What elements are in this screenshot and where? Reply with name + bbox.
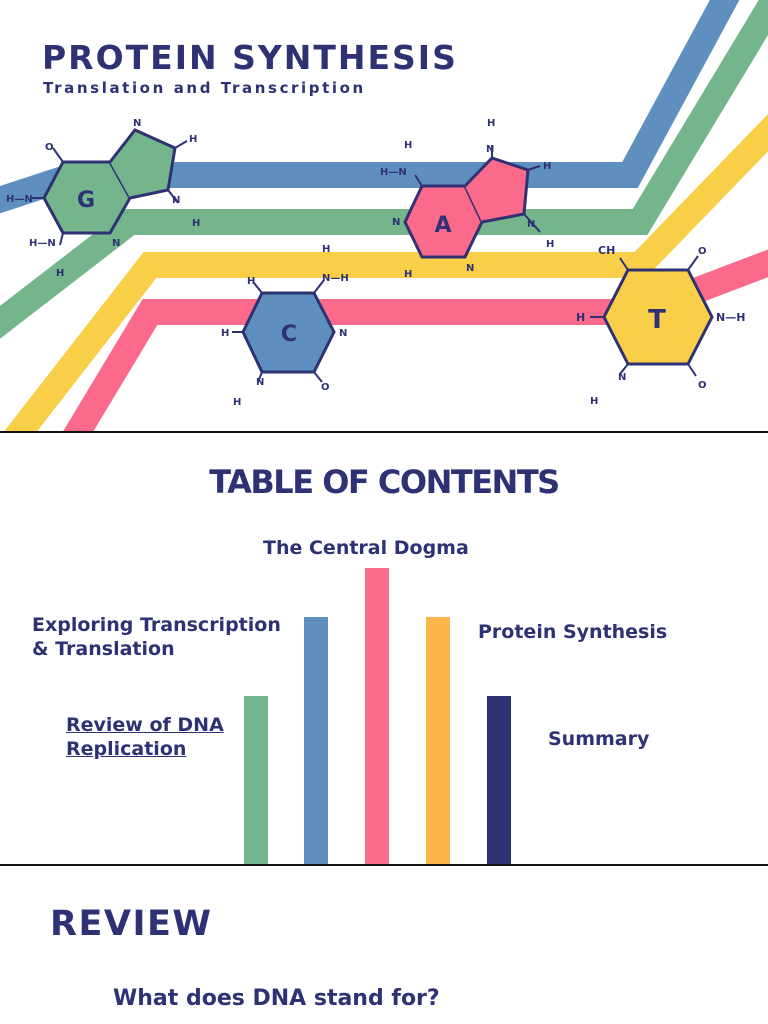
toc-item-protein-synthesis: Protein Synthesis [478, 621, 668, 643]
atom-label: O [698, 380, 707, 391]
atom-label: N [133, 118, 141, 129]
toc-bar-blue [304, 617, 328, 864]
atom-label: H [404, 269, 412, 280]
atom-label: N [256, 377, 264, 388]
dna-ribbons-graphic: G O N H H—N N H H—N H N A H [0, 0, 768, 431]
atom-label: H—N [29, 238, 56, 249]
toc-title: TABLE OF CONTENTS [209, 463, 560, 501]
pink-ribbon [63, 249, 768, 431]
atom-label: N [466, 263, 474, 274]
green-ribbon [0, 0, 768, 339]
adenine-letter: A [434, 213, 451, 238]
atom-label: H—N [6, 194, 33, 205]
atom-label: H [543, 161, 551, 172]
atom-label: H [590, 396, 598, 407]
toc-link-review-dna-replication[interactable]: Review of DNA Replication [66, 713, 224, 761]
toc-bar-orange [426, 617, 450, 864]
atom-label: N [339, 328, 347, 339]
thymine-molecule: T CH O H N—H N H O [576, 244, 745, 407]
atom-label: N—H [322, 273, 349, 284]
atom-label: H [192, 218, 200, 229]
toc-link-line2[interactable]: Replication [66, 738, 187, 760]
atom-label: O [45, 142, 54, 153]
atom-label: H [189, 134, 197, 145]
atom-label: H [247, 276, 255, 287]
atom-label: H [221, 328, 229, 339]
atom-label: N [527, 219, 535, 230]
atom-label: H—N [380, 167, 407, 178]
atom-label: H [404, 140, 412, 151]
atom-label: N [486, 144, 494, 155]
title-slide: G O N H H—N N H H—N H N A H [0, 0, 768, 433]
atom-label: N [392, 217, 400, 228]
slide-title: PROTEIN SYNTHESIS [42, 38, 458, 77]
atom-label: H [233, 397, 241, 408]
toc-link-line1[interactable]: Review of DNA [66, 714, 224, 736]
yellow-ribbon [4, 114, 768, 431]
atom-label: H [322, 244, 330, 255]
slide-subtitle: Translation and Transcription [43, 79, 366, 97]
atom-label: N—H [716, 311, 745, 324]
cytosine-molecule: C H N—H H H N N H O [221, 244, 349, 408]
toc-bar-pink [365, 568, 389, 864]
toc-item-central-dogma: The Central Dogma [263, 537, 469, 559]
thymine-letter: T [648, 305, 666, 335]
atom-label: N [618, 372, 626, 383]
atom-label: N [172, 195, 180, 206]
atom-label: H [487, 118, 495, 129]
guanine-letter: G [77, 188, 95, 213]
toc-bar-navy [487, 696, 511, 864]
atom-label: O [698, 246, 707, 257]
toc-item-exploring-line1: Exploring Transcription [32, 614, 281, 636]
review-question: What does DNA stand for? [113, 986, 440, 1011]
toc-item-summary: Summary [548, 728, 650, 750]
cytosine-letter: C [281, 322, 297, 347]
review-slide: REVIEW What does DNA stand for? [0, 866, 768, 1024]
adenine-molecule: A H H—N N H N H N H N H [380, 118, 554, 280]
atom-label: CH [598, 244, 615, 257]
atom-label: O [321, 382, 330, 393]
atom-label: H [546, 239, 554, 250]
guanine-molecule: G O N H H—N N H H—N H N [6, 118, 200, 279]
atom-label: H [56, 268, 64, 279]
atom-label: N [112, 238, 120, 249]
table-of-contents-slide: TABLE OF CONTENTS The Central Dogma Expl… [0, 433, 768, 866]
toc-bar-green [244, 696, 268, 864]
toc-item-exploring-line2: & Translation [32, 638, 175, 660]
review-title: REVIEW [50, 904, 213, 944]
atom-label: H [576, 311, 585, 324]
toc-item-exploring: Exploring Transcription & Translation [32, 613, 281, 661]
